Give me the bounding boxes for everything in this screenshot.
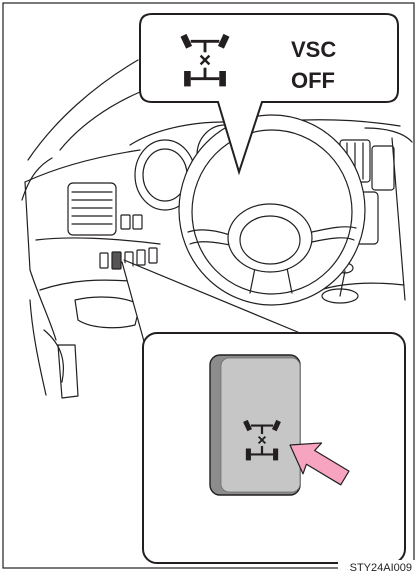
callout-line-vsc: VSC <box>291 37 336 62</box>
bottom-callout <box>143 333 405 563</box>
steering-wheel <box>179 115 365 305</box>
vsc-off-switch-location <box>112 252 121 269</box>
figure-code: STY24AI009 <box>350 562 412 574</box>
callout-line-off: OFF <box>291 68 335 93</box>
